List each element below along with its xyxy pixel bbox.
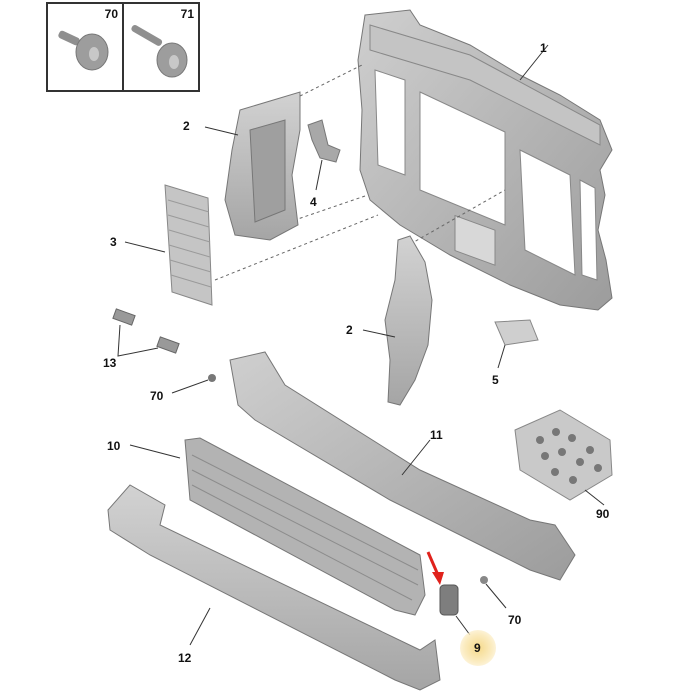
label-part-90: 90 xyxy=(596,507,610,521)
part-3-side-panel xyxy=(124,184,213,306)
part-10-air-guide xyxy=(129,437,426,616)
label-part-5: 5 xyxy=(492,373,499,387)
part-2-lower-deflector xyxy=(362,235,433,406)
part-1-carrier-frame xyxy=(357,9,613,311)
label-part-12: 12 xyxy=(178,651,192,665)
label-part-13: 13 xyxy=(103,356,117,370)
label-part-11: 11 xyxy=(430,428,443,442)
inset-label-71: 71 xyxy=(180,7,194,21)
label-part-70a: 70 xyxy=(150,389,164,403)
label-part-4: 4 xyxy=(310,195,317,209)
part-12-lower-crossmember xyxy=(107,484,441,691)
inset-fasteners: 70 71 xyxy=(46,2,200,92)
part-9-actuator xyxy=(439,584,471,636)
part-70-screw-a xyxy=(171,374,216,394)
part-2-upper-deflector xyxy=(204,91,301,241)
label-part-10: 10 xyxy=(107,439,121,453)
red-arrow-indicator xyxy=(426,551,444,585)
screw-icon xyxy=(131,25,188,78)
label-part-9: 9 xyxy=(474,641,481,655)
part-13-clips xyxy=(112,308,180,357)
part-70-screw-b xyxy=(480,576,507,609)
inset-label-70: 70 xyxy=(104,7,118,21)
part-90-fastener-kit xyxy=(514,409,613,506)
label-part-3: 3 xyxy=(110,235,117,249)
label-part-70b: 70 xyxy=(508,613,522,627)
highlight-part-9 xyxy=(460,630,496,666)
inset-cell-70: 70 xyxy=(48,4,124,90)
part-4-bracket xyxy=(307,119,341,191)
label-part-2a: 2 xyxy=(183,119,190,133)
label-part-2b: 2 xyxy=(346,323,353,337)
label-part-1: 1 xyxy=(540,41,547,55)
part-11-upper-crossmember xyxy=(229,351,576,581)
inset-cell-71: 71 xyxy=(124,4,198,90)
part-5-guide xyxy=(494,319,539,369)
screw-icon xyxy=(58,30,109,71)
